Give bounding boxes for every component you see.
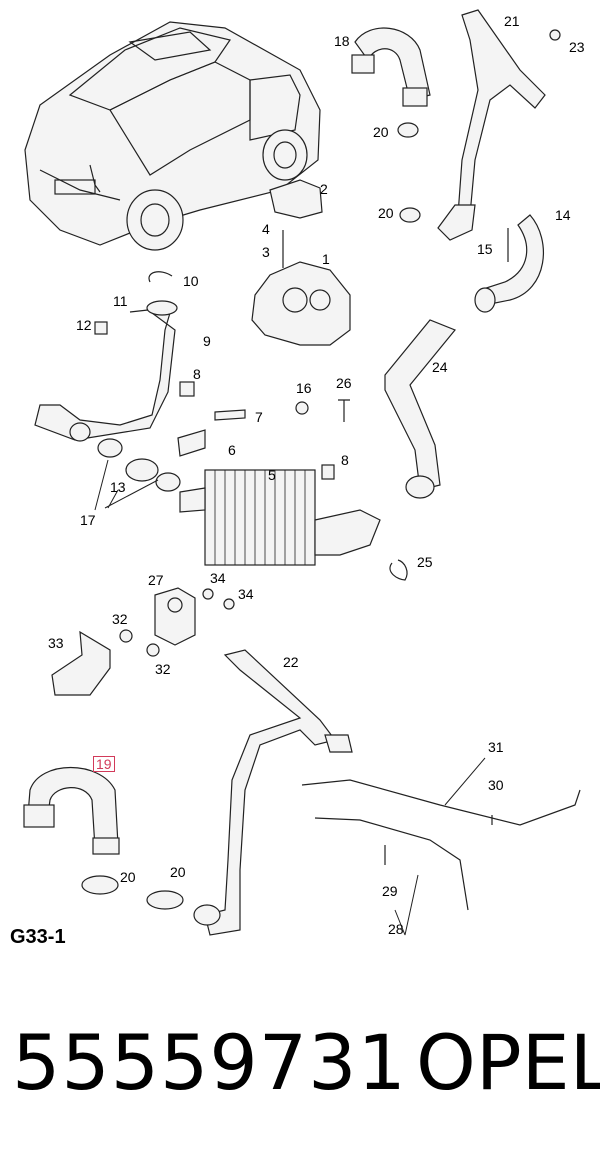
part-label: 9 xyxy=(203,333,211,349)
part-17-clamp xyxy=(97,438,123,458)
part-24-hose xyxy=(384,319,456,499)
exploded-parts-diagram: 18 21 23 20 2 4 3 1 20 14 15 10 11 12 9 … xyxy=(10,9,585,948)
part-label: 33 xyxy=(48,635,64,651)
part-18-hose xyxy=(351,27,431,107)
part-label: 1 xyxy=(322,251,330,267)
diagram-drawing xyxy=(23,9,581,936)
part-34-grommet xyxy=(202,588,214,600)
part-16-grommet xyxy=(295,401,309,415)
part-label: 31 xyxy=(488,739,504,755)
part-label: 32 xyxy=(112,611,128,627)
car-illustration xyxy=(24,21,321,251)
part-13-sleeve xyxy=(125,458,159,482)
part-label: 34 xyxy=(238,586,254,602)
part-label: 8 xyxy=(341,452,349,468)
part-6-bracket xyxy=(177,429,206,457)
part-20-clamp xyxy=(81,875,119,895)
part-21-pipe xyxy=(437,9,561,241)
part-label: 4 xyxy=(262,221,270,237)
part-label: 20 xyxy=(120,869,136,885)
diagram-reference: G33-1 xyxy=(10,926,66,948)
part-20-clamp xyxy=(399,207,421,223)
part-label: 17 xyxy=(80,512,96,528)
part-label: 26 xyxy=(336,375,352,391)
part-25-clip xyxy=(389,559,408,581)
part-32-grommet xyxy=(146,643,160,657)
part-label: 24 xyxy=(432,359,448,375)
part-8-clip xyxy=(321,464,335,480)
part-label: 12 xyxy=(76,317,92,333)
part-label: 28 xyxy=(388,921,404,937)
part-label: 5 xyxy=(268,467,276,483)
part-22-pipe xyxy=(193,649,353,936)
part-17-clamp xyxy=(155,472,181,492)
part-label: 21 xyxy=(504,13,520,29)
part-9-hose xyxy=(34,300,178,442)
part-32-grommet xyxy=(119,629,133,643)
part-label: 32 xyxy=(155,661,171,677)
part-label: 15 xyxy=(477,241,493,257)
part-1-valve xyxy=(251,261,351,346)
part-label: 22 xyxy=(283,654,299,670)
part-label: 29 xyxy=(382,883,398,899)
part-27-actuator xyxy=(154,587,196,646)
part-label: 34 xyxy=(210,570,226,586)
part-label: 20 xyxy=(378,205,394,221)
part-label-highlighted: 19 xyxy=(93,756,115,772)
part-label: 20 xyxy=(170,864,186,880)
part-5-intercooler xyxy=(179,469,381,566)
part-label: 10 xyxy=(183,273,199,289)
part-label: 30 xyxy=(488,777,504,793)
part-26-bolt xyxy=(338,399,350,422)
part-label: 2 xyxy=(320,181,328,197)
leader-lines xyxy=(94,459,486,936)
part-11-bolt xyxy=(129,309,149,313)
part-label: 7 xyxy=(255,409,263,425)
part-31-line xyxy=(301,779,581,826)
part-label: 20 xyxy=(373,124,389,140)
part-10-clip xyxy=(148,271,173,283)
part-label: 18 xyxy=(334,33,350,49)
part-number: 55559731 xyxy=(12,1018,407,1107)
part-34-grommet xyxy=(223,598,235,610)
part-19-hose xyxy=(23,766,120,855)
part-label: 3 xyxy=(262,244,270,260)
part-20-clamp xyxy=(146,890,184,910)
part-33-bracket xyxy=(51,630,111,696)
brand-name: OPEL xyxy=(416,1018,600,1107)
part-12-nut xyxy=(94,321,108,335)
part-label: 27 xyxy=(148,572,164,588)
part-14-hose xyxy=(474,214,544,313)
part-8-clip xyxy=(179,381,195,397)
part-7-strip xyxy=(214,409,246,421)
part-28-line xyxy=(314,817,469,911)
part-2-bracket xyxy=(269,179,323,219)
part-label: 23 xyxy=(569,39,585,55)
part-label: 6 xyxy=(228,442,236,458)
part-label: 14 xyxy=(555,207,571,223)
part-label: 8 xyxy=(193,366,201,382)
part-20-clamp xyxy=(397,122,419,138)
part-label: 11 xyxy=(113,293,128,309)
part-label: 13 xyxy=(110,479,126,495)
part-label: 16 xyxy=(296,380,312,396)
part-label: 25 xyxy=(417,554,433,570)
